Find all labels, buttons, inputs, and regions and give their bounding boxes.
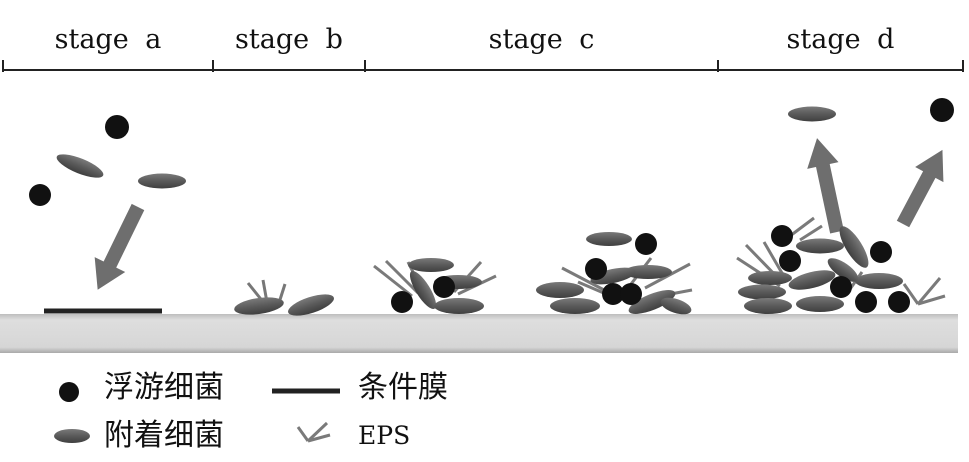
stage-b-scene (234, 279, 334, 316)
stage-a-scene (29, 115, 186, 314)
planktonic-bacterium (585, 258, 607, 280)
attached-bacterium (234, 297, 284, 315)
legend-conditioning-film-label: 条件膜 (358, 370, 448, 405)
planktonic-bacterium (635, 233, 657, 255)
legend-eps-label: EPS (358, 421, 411, 450)
legend-symbols (54, 382, 340, 443)
planktonic-bacterium (433, 276, 455, 298)
attached-bacterium (796, 238, 844, 254)
stage-c-cluster-left (373, 258, 497, 314)
up-arrow (807, 138, 844, 234)
attached-bacterium (628, 290, 676, 314)
stage-axis (2, 60, 964, 72)
planktonic-bacterium (105, 115, 129, 139)
up-arrow (896, 149, 944, 228)
planktonic-bacterium (620, 283, 642, 305)
stage-d-scene (736, 98, 954, 314)
planktonic-bacterium (870, 241, 892, 263)
attached-bacterium (748, 271, 792, 285)
detached-planktonic-bacterium (930, 98, 954, 122)
detached-bacterium (788, 106, 836, 122)
attached-bacterium (839, 226, 869, 268)
substrate-surface (0, 314, 958, 353)
attached-bacterium (550, 298, 600, 314)
planktonic-bacterium (888, 291, 910, 313)
planktonic-bacterium (391, 291, 413, 313)
attached-bacterium (796, 296, 844, 312)
attached-bacterium (827, 258, 859, 282)
planktonic-bacterium (855, 291, 877, 313)
attached-bacterium (624, 265, 672, 279)
attached-bacterium (138, 173, 186, 189)
attached-bacterium (738, 284, 786, 300)
attached-bacterium (288, 294, 334, 316)
stage-a-label: stage a (54, 24, 162, 55)
planktonic-bacterium (602, 283, 624, 305)
attached-bacterium (590, 267, 636, 285)
legend-eps-icon (296, 421, 331, 443)
attached-bacterium (434, 298, 484, 314)
legend-attached-label: 附着细菌 (104, 418, 224, 453)
stage-c-label: stage c (488, 24, 595, 55)
attached-bacterium (409, 270, 437, 310)
down-arrow (94, 203, 145, 290)
attached-bacterium (660, 297, 692, 315)
legend-planktonic-icon (59, 382, 79, 402)
attached-bacterium (855, 273, 903, 289)
stage-c-cluster-right (536, 232, 693, 315)
attached-bacterium (744, 298, 792, 314)
stage-d-label: stage d (786, 24, 895, 55)
attached-bacterium (788, 270, 836, 290)
legend-planktonic-label: 浮游细菌 (104, 370, 224, 405)
planktonic-bacterium (830, 276, 852, 298)
planktonic-bacterium (771, 225, 793, 247)
attached-bacterium (56, 154, 104, 178)
legend-attached-icon (54, 429, 90, 443)
attached-bacterium (536, 282, 584, 298)
attached-bacterium (586, 232, 632, 246)
planktonic-bacterium (779, 250, 801, 272)
planktonic-bacterium (29, 184, 51, 206)
attached-bacterium (408, 258, 454, 272)
stage-b-label: stage b (235, 24, 343, 55)
